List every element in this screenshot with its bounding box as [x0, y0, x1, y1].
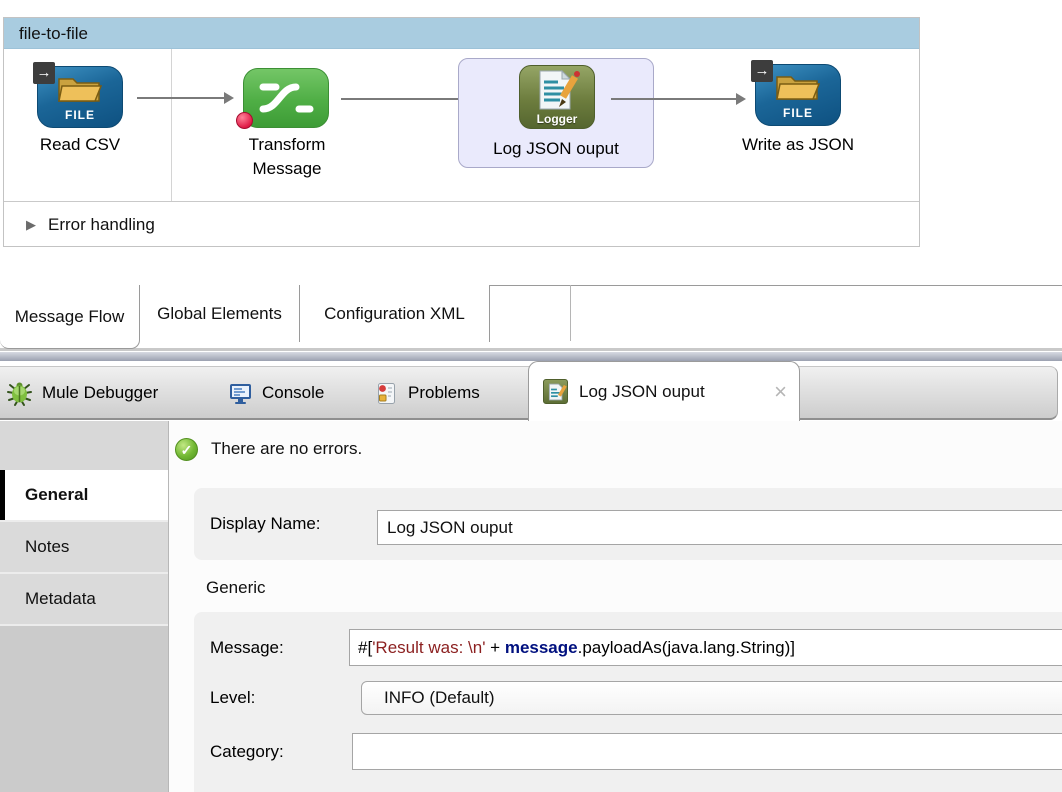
bug-icon [7, 382, 32, 406]
error-handling-section[interactable]: ▶ Error handling [4, 201, 919, 246]
outbound-endpoint-badge-icon: → [751, 60, 773, 82]
flow-title: file-to-file [19, 24, 88, 43]
tab-message-flow[interactable]: Message Flow [0, 285, 140, 349]
tab-configuration-xml[interactable]: Configuration XML [300, 285, 490, 342]
status-text: There are no errors. [211, 439, 363, 458]
category-input[interactable] [352, 733, 1062, 770]
message-input[interactable]: #['Result was: \n' + message.payloadAs(j… [349, 629, 1062, 666]
generic-section-title: Generic [206, 578, 266, 597]
view-label: Mule Debugger [42, 383, 159, 402]
tab-global-elements[interactable]: Global Elements [140, 285, 300, 342]
inbound-endpoint-badge-icon: → [33, 62, 55, 84]
view-problems[interactable]: Problems [374, 367, 480, 419]
sidebar-item-notes[interactable]: Notes [0, 522, 168, 572]
file-icon-label: FILE [783, 106, 813, 120]
problems-icon [378, 382, 395, 404]
flow-canvas: file-to-file FILE → Read CSV [3, 17, 920, 247]
properties-sidebar: General Notes Metadata [0, 421, 169, 792]
node-label-logger[interactable]: Log JSON ouput [493, 139, 619, 158]
transform-glyph-icon [259, 83, 314, 113]
node-label-transform[interactable]: Transform Message [248, 135, 326, 178]
selected-item-indicator [0, 470, 5, 520]
display-name-input[interactable]: Log JSON ouput [377, 510, 1062, 545]
close-icon[interactable]: × [774, 378, 787, 404]
view-label: Problems [408, 383, 480, 402]
keyword-token: message [504, 638, 578, 657]
console-icon [230, 383, 251, 404]
node-transform-message[interactable] [243, 68, 329, 128]
tab-label: Message Flow [14, 306, 125, 326]
tab-label: Global Elements [157, 303, 282, 323]
operator-token: + [485, 638, 505, 657]
flow-arrow-1 [137, 92, 234, 104]
node-logger[interactable]: Logger [519, 65, 595, 129]
error-handling-label: Error handling [48, 215, 155, 234]
tabbar-endcap [570, 285, 571, 341]
validation-status: ✓ There are no errors. [170, 433, 362, 465]
sidebar-item-general[interactable]: General [0, 470, 168, 520]
flow-arrow-3 [611, 93, 746, 105]
expression-token: .payloadAs(java.lang.String)] [577, 638, 795, 657]
view-console[interactable]: Console [228, 367, 324, 419]
folder-icon [776, 76, 821, 100]
message-label: Message: [210, 638, 284, 657]
node-label-write-json[interactable]: Write as JSON [741, 135, 855, 154]
collapse-arrow-icon: ▶ [26, 217, 36, 232]
view-mule-debugger[interactable]: Mule Debugger [6, 367, 158, 419]
generic-groupbox: Message: #['Result was: \n' + message.pa… [194, 612, 1062, 792]
display-name-groupbox: Display Name: Log JSON ouput [194, 488, 1062, 560]
tab-log-json-ouput[interactable]: Log JSON ouput × [528, 361, 800, 421]
flow-body: FILE → Read CSV Transform Message [4, 49, 919, 201]
folder-icon [58, 78, 103, 102]
properties-panel: General Notes Metadata ✓ There are no er… [0, 421, 1062, 792]
expression-token: #[ [358, 638, 373, 657]
level-label: Level: [210, 688, 256, 707]
sidebar-item-metadata[interactable]: Metadata [0, 574, 168, 624]
file-icon-label: FILE [65, 108, 95, 122]
logger-icon-label: Logger [536, 112, 578, 126]
document-pencil-icon [539, 69, 580, 110]
display-name-label: Display Name: [210, 514, 321, 533]
tab-label: Configuration XML [324, 303, 465, 323]
sidebar-filler [0, 626, 168, 792]
string-token: 'Result was: \n' [372, 638, 486, 657]
logger-icon [543, 379, 568, 404]
level-select[interactable]: INFO (Default) [361, 681, 1062, 715]
panel-sash[interactable] [0, 352, 1062, 361]
category-label: Category: [210, 742, 284, 761]
breakpoint-marker-icon[interactable] [236, 112, 253, 129]
editor-bottom-edge [0, 348, 1062, 351]
source-lane-divider [171, 49, 172, 201]
properties-main: ✓ There are no errors. Display Name: Log… [170, 421, 1062, 792]
editor-tabbar-topline [139, 285, 1062, 286]
tab-label: Log JSON ouput [579, 381, 705, 401]
sidebar-spacer [0, 421, 168, 470]
success-check-icon: ✓ [175, 437, 198, 461]
flow-title-bar[interactable]: file-to-file [4, 18, 919, 49]
view-label: Console [262, 383, 325, 402]
node-label-read-csv[interactable]: Read CSV [39, 135, 121, 154]
